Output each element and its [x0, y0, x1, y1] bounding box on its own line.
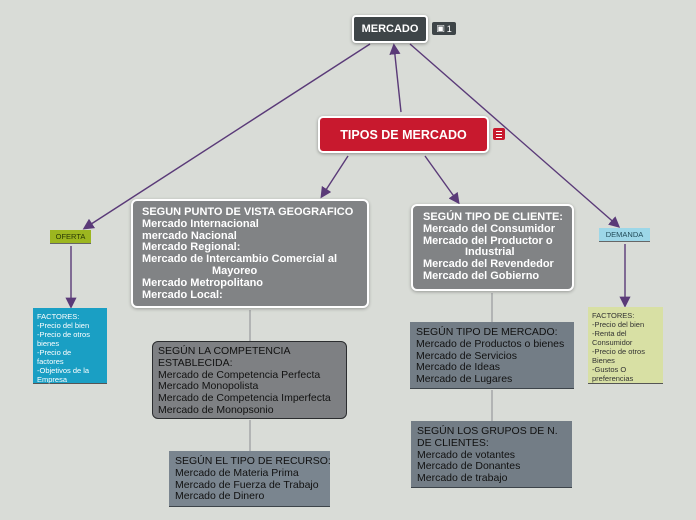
- factores-oferta-line: -Precio de: [37, 348, 72, 357]
- root-topic-mercado[interactable]: MERCADO: [352, 15, 428, 43]
- factores-oferta-line: Empresa: [37, 375, 68, 384]
- factores-demanda-line: -Precio del bien: [592, 320, 645, 329]
- topic-factores-oferta[interactable]: FACTORES: -Precio del bien -Precio de ot…: [33, 308, 107, 384]
- comment-badge[interactable]: ▣ 1: [432, 22, 456, 35]
- factores-demanda-line: -Precio de otros: [592, 347, 645, 356]
- topic-geografico-item: mercado Nacional: [142, 229, 237, 242]
- factores-oferta-line: bienes: [37, 339, 60, 348]
- topic-grupos-item: Mercado de trabajo: [417, 472, 508, 485]
- topic-tipo-mercado-heading: SEGÚN TIPO DE MERCADO:: [416, 326, 558, 338]
- topic-geografico-item: Mercado Regional:: [142, 241, 241, 254]
- topic-oferta-label: OFERTA: [55, 232, 86, 241]
- topic-competencia-item: Mercado de Monopsonio: [158, 403, 274, 416]
- topic-tipo-cliente[interactable]: SEGÚN TIPO DE CLIENTE: Mercado del Consu…: [411, 204, 574, 291]
- topic-tipo-mercado[interactable]: SEGÚN TIPO DE MERCADO: Mercado de Produc…: [410, 322, 574, 389]
- topic-geografico-heading: SEGUN PUNTO DE VISTA GEOGRAFICO: [142, 206, 354, 218]
- connector-root-to-oferta: [82, 43, 371, 230]
- topic-tipo-recurso[interactable]: SEGÚN EL TIPO DE RECURSO: Mercado de Mat…: [169, 451, 331, 507]
- factores-oferta-line: -Precio de otros: [37, 330, 90, 339]
- topic-tipo-mercado-item: Mercado de Productos o bienes: [416, 337, 565, 350]
- topic-competencia-heading: ESTABLECIDA:: [158, 356, 233, 369]
- topic-recurso-heading: SEGÚN EL TIPO DE RECURSO:: [175, 455, 331, 467]
- central-topic-label: TIPOS DE MERCADO: [340, 127, 467, 142]
- connector-root-to-demanda: [409, 43, 621, 228]
- topic-geografico-item: Mayoreo: [212, 264, 258, 277]
- topic-oferta[interactable]: OFERTA: [50, 230, 91, 244]
- topic-grupos-item: Mercado de Donantes: [417, 460, 521, 473]
- topic-grupos-item: Mercado de votantes: [417, 448, 516, 461]
- topic-competencia-heading: SEGÚN LA COMPETENCIA: [158, 345, 291, 357]
- factores-demanda-line: Bienes: [592, 356, 615, 365]
- topic-tipo-mercado-item: Mercado de Lugares: [416, 373, 513, 386]
- topic-geografico-item: Mercado de Intercambio Comercial al: [142, 253, 338, 266]
- factores-demanda-line: FACTORES:: [592, 311, 635, 320]
- topic-geografico-item: Mercado Internacional: [142, 217, 259, 230]
- factores-demanda-line: -Gustos O: [592, 365, 627, 374]
- topic-recurso-item: Mercado de Dinero: [175, 490, 265, 503]
- connector-central-to-root: [389, 43, 402, 113]
- factores-oferta-line: FACTORES:: [37, 312, 80, 321]
- topic-cliente-item: Mercado del Gobierno: [423, 269, 540, 282]
- topic-tipo-mercado-item: Mercado de Ideas: [416, 361, 501, 374]
- topic-geografico[interactable]: SEGUN PUNTO DE VISTA GEOGRAFICO Mercado …: [131, 199, 369, 308]
- factores-oferta-line: -Objetivos de la: [37, 366, 90, 375]
- topic-cliente-item: Mercado del Productor o: [423, 234, 553, 247]
- topic-factores-demanda[interactable]: FACTORES: -Precio del bien -Renta del Co…: [588, 307, 663, 384]
- topic-cliente-item: Mercado del Consumidor: [423, 222, 556, 235]
- comment-count: 1: [446, 23, 452, 34]
- topic-grupos-clientes[interactable]: SEGÚN LOS GRUPOS DE N. DE CLIENTES: Merc…: [411, 421, 572, 488]
- notes-icon[interactable]: [493, 128, 505, 140]
- topic-cliente-item: Mercado del Revendedor: [423, 258, 554, 271]
- comment-icon: ▣: [436, 23, 445, 33]
- topic-cliente-item: Industrial: [465, 246, 515, 259]
- topic-competencia-item: Mercado de Competencia Imperfecta: [158, 392, 331, 405]
- topic-recurso-item: Mercado de Fuerza de Trabajo: [175, 478, 319, 491]
- topic-competencia-item: Mercado de Competencia Perfecta: [158, 368, 321, 381]
- topic-demanda[interactable]: DEMANDA: [599, 228, 650, 242]
- factores-oferta-line: factores: [37, 357, 64, 366]
- topic-demanda-label: DEMANDA: [605, 230, 644, 239]
- topic-geografico-item: Mercado Metropolitano: [142, 276, 264, 289]
- root-topic-label: MERCADO: [361, 23, 419, 35]
- connector-central-to-cliente: [424, 155, 460, 205]
- factores-demanda-line: preferencias: [592, 374, 634, 383]
- factores-demanda-line: -Renta del: [592, 329, 627, 338]
- topic-grupos-heading: DE CLIENTES:: [417, 436, 489, 449]
- topic-recurso-item: Mercado de Materia Prima: [175, 466, 299, 479]
- topic-competencia[interactable]: SEGÚN LA COMPETENCIA ESTABLECIDA: Mercad…: [152, 341, 347, 419]
- factores-oferta-line: -Precio del bien: [37, 321, 90, 330]
- central-topic-tipos-de-mercado[interactable]: TIPOS DE MERCADO: [318, 116, 489, 153]
- factores-demanda-line: Consumidor: [592, 338, 633, 347]
- connector-central-to-geo: [320, 155, 349, 199]
- topic-tipo-mercado-item: Mercado de Servicios: [416, 349, 517, 362]
- topic-geografico-item: Mercado Local:: [142, 288, 223, 301]
- topic-cliente-heading: SEGÚN TIPO DE CLIENTE:: [423, 211, 563, 223]
- topic-grupos-heading: SEGÚN LOS GRUPOS DE N.: [417, 425, 558, 437]
- topic-competencia-item: Mercado Monopolista: [158, 380, 259, 393]
